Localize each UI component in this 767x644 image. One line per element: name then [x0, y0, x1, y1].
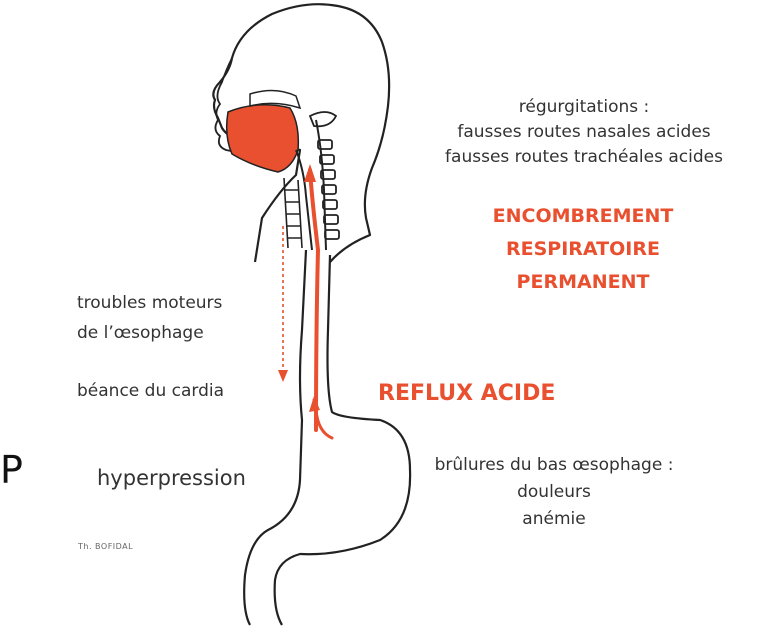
- hyperpression-label: hyperpression: [97, 466, 246, 490]
- regurgitations-line: fausses routes nasales acides: [414, 120, 754, 145]
- reflux-entry-head: [309, 396, 320, 412]
- brulures-line: douleurs: [404, 479, 704, 506]
- encombrement-line: ENCOMBREMENT: [458, 200, 708, 233]
- oral-cavity: [227, 105, 299, 172]
- reflux-label: REFLUX ACIDE: [378, 381, 555, 406]
- troubles-label: troubles moteurs de l’œsophage: [77, 288, 277, 348]
- regurgitations-label: régurgitations : fausses routes nasales …: [414, 95, 754, 170]
- troubles-line: troubles moteurs: [77, 288, 277, 318]
- edge-letter: P: [0, 448, 23, 492]
- brulures-line: brûlures du bas œsophage :: [404, 452, 704, 479]
- regurgitations-line: régurgitations :: [414, 95, 754, 120]
- encombrement-line: RESPIRATOIRE: [458, 233, 708, 266]
- regurgitations-line: fausses routes trachéales acides: [414, 145, 754, 170]
- trachea: [284, 178, 302, 248]
- encombrement-line: PERMANENT: [458, 266, 708, 299]
- troubles-line: de l’œsophage: [77, 318, 277, 348]
- reflux-arrowhead: [304, 164, 316, 182]
- artist-credit: Th. BOFIDAL: [78, 542, 133, 551]
- brulures-line: anémie: [404, 506, 704, 533]
- brulures-label: brûlures du bas œsophage : douleurs aném…: [404, 452, 704, 533]
- motility-arrowhead: [278, 370, 288, 382]
- reflux-arrow: [310, 170, 318, 430]
- encombrement-label: ENCOMBREMENT RESPIRATOIRE PERMANENT: [458, 200, 708, 299]
- beance-label: béance du cardia: [77, 381, 224, 401]
